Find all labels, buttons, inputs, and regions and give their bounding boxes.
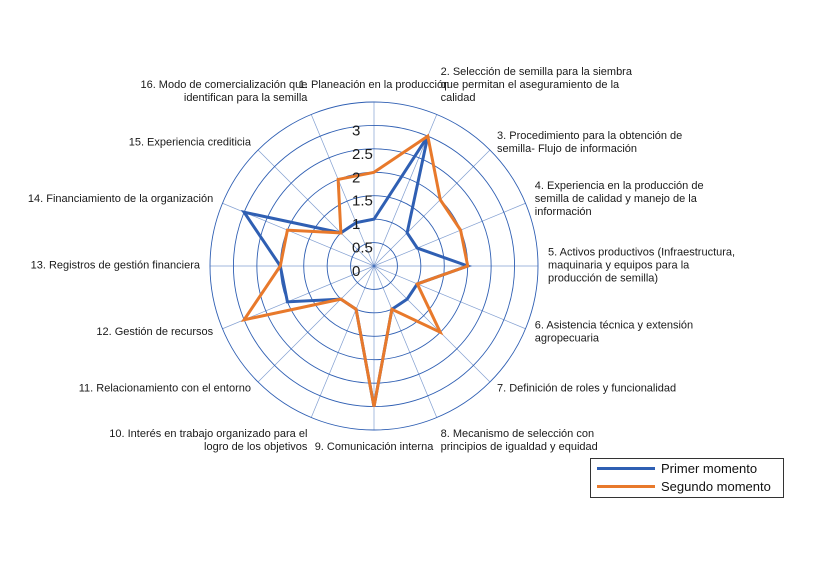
category-label-14: 14. Financiamiento de la organización xyxy=(28,193,213,205)
category-label-line: 4. Experiencia en la producción de xyxy=(535,180,704,192)
tick-label: 1 xyxy=(352,216,360,233)
series-line-segundo xyxy=(240,133,470,407)
tick-label: 2 xyxy=(352,169,360,186)
grid-spoke xyxy=(310,114,375,267)
category-label-line: semilla de calidad y manejo de la xyxy=(535,193,698,205)
category-label-line: semilla- Flujo de información xyxy=(497,143,637,155)
category-label-line: 8. Mecanismo de selección con xyxy=(441,428,594,440)
tick-label: 2.5 xyxy=(352,146,373,163)
category-label-7: 7. Definición de roles y funcionalidad xyxy=(497,383,676,395)
radar-series xyxy=(240,133,473,407)
category-label-line: 2. Selección de semilla para la siembra xyxy=(441,66,633,78)
tick-label: 0.5 xyxy=(352,240,373,257)
legend-item-primer: Primer momento xyxy=(597,461,757,476)
tick-label: 1.5 xyxy=(352,193,373,210)
category-label-line: 10. Interés en trabajo organizado para e… xyxy=(109,428,307,440)
category-label-line: 11. Relacionamiento con el entorno xyxy=(79,383,251,395)
category-label-12: 12. Gestión de recursos xyxy=(96,326,213,338)
category-label-line: 9. Comunicación interna xyxy=(315,441,435,453)
radial-axis-ticks: 0 0.5 1 1.5 2 2.5 3 xyxy=(352,122,373,280)
grid-spoke xyxy=(373,202,526,267)
category-label-line: 13. Registros de gestión financiera xyxy=(31,260,201,272)
category-label-line: 16. Modo de comercialización que xyxy=(140,79,307,91)
category-label-line: 12. Gestión de recursos xyxy=(96,326,213,338)
category-label-line: 14. Financiamiento de la organización xyxy=(28,193,213,205)
category-label-1: 1. Planeación en la producción xyxy=(299,79,449,91)
category-label-15: 15. Experiencia crediticia xyxy=(129,137,252,149)
category-label-line: 6. Asistencia técnica y extensión xyxy=(535,320,693,332)
radar-grid xyxy=(209,101,539,431)
category-label-11: 11. Relacionamiento con el entorno xyxy=(79,383,251,395)
legend-label-primer: Primer momento xyxy=(661,461,758,476)
category-label-line: identifican para la semilla xyxy=(184,92,308,104)
grid-spoke xyxy=(373,265,491,383)
grid-spoke xyxy=(257,149,375,267)
category-label-10: 10. Interés en trabajo organizado para e… xyxy=(109,428,308,453)
category-label-line: 15. Experiencia crediticia xyxy=(129,137,252,149)
grid-spoke xyxy=(373,265,438,418)
category-label-9: 9. Comunicación interna xyxy=(315,441,435,453)
category-label-line: agropecuaria xyxy=(535,333,600,345)
tick-label: 3 xyxy=(352,122,360,139)
grid-spoke xyxy=(310,265,375,418)
category-label-13: 13. Registros de gestión financiera xyxy=(31,260,201,272)
category-label-line: 1. Planeación en la producción xyxy=(299,79,449,91)
legend: Primer momento Segundo momento xyxy=(590,458,784,498)
category-label-line: 3. Procedimiento para la obtención de xyxy=(497,130,682,142)
grid-spoke xyxy=(373,149,491,267)
category-label-line: producción de semilla) xyxy=(548,273,658,285)
category-label-line: información xyxy=(535,206,592,218)
category-label-line: que permitan el aseguramiento de la xyxy=(441,79,620,91)
legend-label-segundo: Segundo momento xyxy=(661,479,771,494)
legend-item-segundo: Segundo momento xyxy=(597,479,771,494)
category-label-5: 5. Activos productivos (Infraestructura,… xyxy=(548,247,735,285)
category-label-line: logro de los objetivos xyxy=(204,441,308,453)
category-label-line: 7. Definición de roles y funcionalidad xyxy=(497,383,676,395)
category-label-line: principios de igualdad y equidad xyxy=(441,441,598,453)
legend-swatch-primer xyxy=(597,467,655,470)
tick-label: 0 xyxy=(352,263,360,280)
grid-spoke xyxy=(373,265,526,330)
category-label-line: calidad xyxy=(441,92,476,104)
category-label-line: maquinaria y equipos para la xyxy=(548,260,690,272)
category-label-line: 5. Activos productivos (Infraestructura, xyxy=(548,247,735,259)
grid-spoke xyxy=(257,265,375,383)
legend-swatch-segundo xyxy=(597,485,655,488)
